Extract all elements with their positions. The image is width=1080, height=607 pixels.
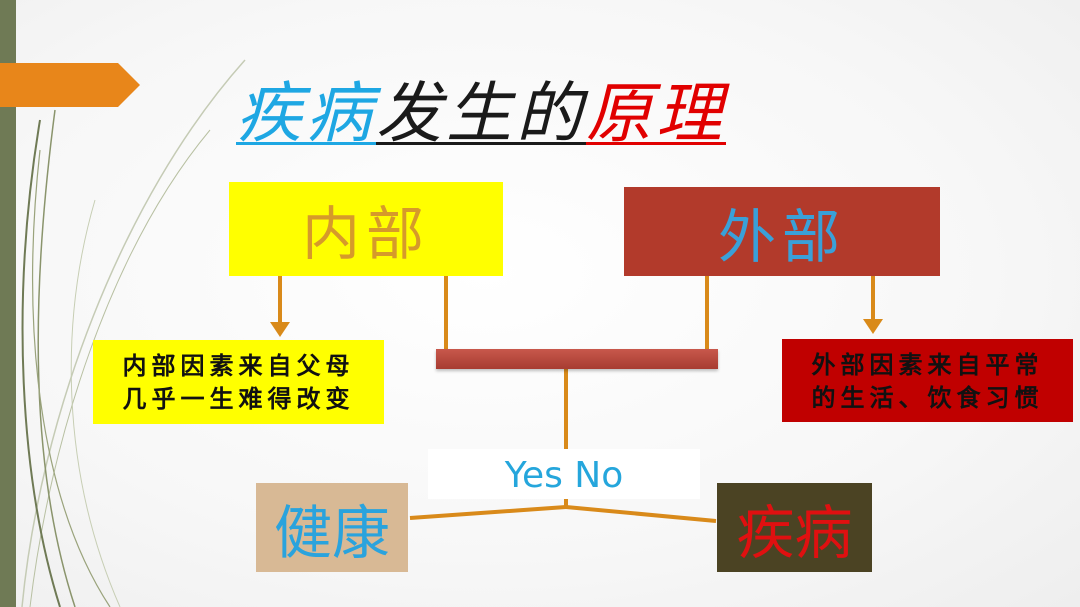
health-outcome-box: 健康 [256, 483, 408, 572]
external-note-line-2: 的生活、饮食习惯 [811, 382, 1044, 412]
internal-factor-note: 内部因素来自父母 几乎一生难得改变 [93, 340, 384, 424]
left-accent-bar [0, 0, 16, 607]
page-title: 疾病发生的原理 [236, 60, 726, 156]
merge-bar [436, 349, 718, 369]
internal-factor-box: 内部 [229, 182, 503, 276]
title-part-disease: 疾病 [236, 75, 376, 152]
orange-arrow-tab [0, 63, 140, 107]
decorative-swoosh-lines [21, 59, 246, 607]
disease-outcome-box: 疾病 [717, 483, 872, 572]
internal-note-line-1: 内部因素来自父母 [122, 351, 355, 380]
external-factor-note: 外部因素来自平常 的生活、饮食习惯 [782, 339, 1073, 422]
external-factor-box: 外部 [624, 187, 940, 276]
title-part-principle: 原理 [586, 75, 726, 152]
yes-no-label: Yes No [504, 454, 624, 496]
title-part-occurrence: 发生的 [376, 75, 586, 152]
internal-note-line-2: 几乎一生难得改变 [122, 384, 355, 413]
external-note-line-1: 外部因素来自平常 [811, 349, 1044, 379]
yes-no-background [428, 449, 700, 499]
